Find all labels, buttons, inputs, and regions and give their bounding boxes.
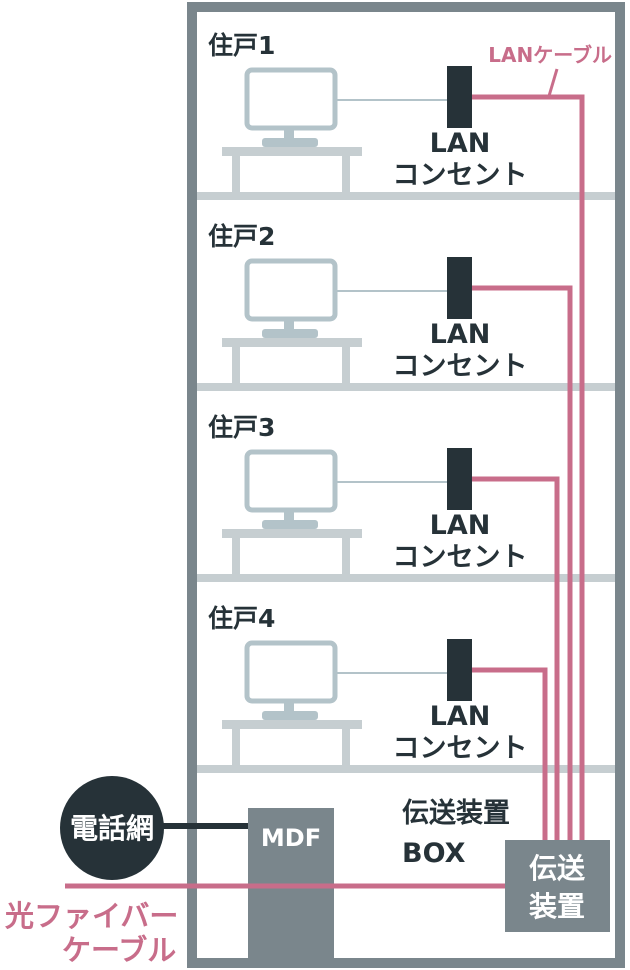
- unit-label: 住戸2: [208, 222, 275, 251]
- lan-outlet-icon: [447, 448, 472, 510]
- fiber-cable-label-line2: ケーブル: [62, 933, 176, 967]
- outlet-label-lan: LAN: [430, 701, 491, 732]
- transmission-box-label-line1: 伝送装置: [402, 798, 510, 829]
- lan-cable-label: LANケーブル: [488, 43, 612, 67]
- outlet-label-lan: LAN: [430, 319, 491, 350]
- fiber-cable-label-line1: 光ファイバー: [5, 899, 178, 933]
- outlet-label-lan: LAN: [430, 128, 491, 159]
- cable-label-leader: [547, 68, 559, 97]
- desk: [222, 529, 362, 575]
- lan-outlet-icon: [447, 639, 472, 701]
- unit-2: 住戸2 LAN コンセント: [197, 222, 615, 391]
- unit-label: 住戸4: [208, 604, 275, 633]
- lan-cables: [472, 94, 585, 846]
- transmission-device-line2: 装置: [529, 890, 585, 923]
- monitor-icon: [244, 67, 338, 147]
- monitor-icon: [244, 640, 338, 720]
- unit-label: 住戸3: [208, 413, 275, 442]
- building-frame: [187, 2, 625, 968]
- mdf-label: MDF: [261, 824, 321, 852]
- outlet-label-concent: コンセント: [393, 542, 528, 573]
- lan-cable-unit-2: [472, 285, 573, 846]
- outlet-label-concent: コンセント: [393, 733, 528, 764]
- outlet-label-concent: コンセント: [393, 351, 528, 382]
- telephone-network-label: 電話網: [70, 812, 154, 845]
- desk: [222, 147, 362, 193]
- monitor-icon: [244, 449, 338, 529]
- lan-outlet-icon: [447, 66, 472, 128]
- lan-cable-unit-3: [472, 476, 560, 846]
- floor-line: [197, 192, 615, 200]
- outlet-label-concent: コンセント: [393, 160, 528, 191]
- unit-label: 住戸1: [208, 31, 275, 60]
- lan-cable-unit-1: [472, 94, 585, 846]
- floor-line: [197, 383, 615, 391]
- unit-3: 住戸3 LAN コンセント: [197, 413, 615, 582]
- desk: [222, 338, 362, 384]
- lan-cable-unit-4: [472, 667, 548, 846]
- floor-line: [197, 574, 615, 582]
- unit-1: 住戸1 LAN コンセント: [197, 31, 615, 200]
- telephone-network: 電話網: [60, 776, 164, 880]
- transmission-device: 伝送 装置: [505, 840, 610, 932]
- unit-4: 住戸4 LAN コンセント: [197, 604, 615, 773]
- monitor-icon: [244, 258, 338, 338]
- transmission-device-line1: 伝送: [529, 852, 585, 885]
- lan-outlet-icon: [447, 257, 472, 319]
- outlet-label-lan: LAN: [430, 510, 491, 541]
- desk: [222, 720, 362, 766]
- transmission-box-label-line2: BOX: [402, 838, 466, 869]
- floor-line: [197, 765, 615, 773]
